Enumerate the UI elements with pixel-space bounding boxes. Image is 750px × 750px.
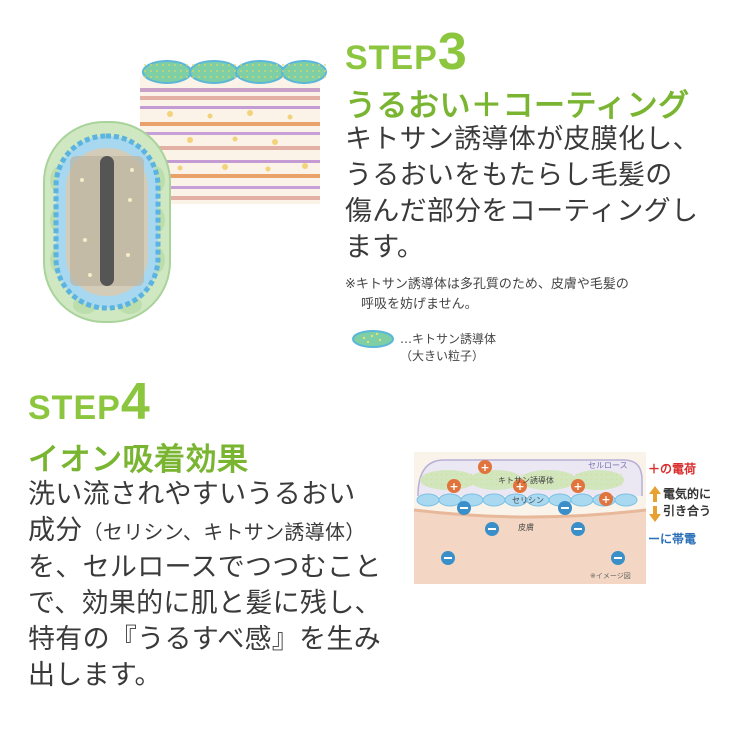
chitosan-legend-icon bbox=[352, 330, 394, 348]
step4-body-line: 洗い流されやすいうるおい bbox=[28, 479, 356, 510]
attract-label: 電気的に 引き合う bbox=[663, 486, 711, 520]
step4-body-line: 出します。 bbox=[28, 660, 162, 691]
hair-shaft-cross-section bbox=[43, 121, 171, 323]
step4-body-line: 特有の『うるすべ感』を生み bbox=[28, 624, 382, 655]
step3-word: STEP bbox=[345, 39, 438, 77]
step3-body-line: ます。 bbox=[345, 232, 425, 263]
svg-text:+: + bbox=[449, 480, 458, 493]
step3-note-line: ※キトサン誘導体は多孔質のため、皮膚や毛髪の bbox=[345, 277, 629, 292]
step3-body-line: うるおいをもたらし毛髪の bbox=[345, 160, 673, 191]
step4-body-line: で、効果的に肌と髪に残し、 bbox=[28, 588, 382, 619]
diagram-note: ※イメージ図 bbox=[590, 572, 631, 580]
svg-text:+: + bbox=[601, 493, 610, 506]
step4-subtitle: イオン吸着効果 bbox=[28, 442, 249, 478]
hair-coating-illustration bbox=[43, 60, 327, 323]
legend-line: （大きい粒子） bbox=[400, 349, 485, 363]
step3-note: ※キトサン誘導体は多孔質のため、皮膚や毛髪の 呼吸を妨げません。 bbox=[345, 275, 629, 315]
plus-charge-icons: + + + + + bbox=[447, 460, 613, 506]
cellulose-label: セルロース bbox=[588, 461, 628, 470]
step3-note-line: 呼吸を妨げません。 bbox=[361, 297, 478, 312]
sericin-label: セリシン bbox=[512, 496, 544, 505]
step4-body-seg-small: （セリシン、キトサン誘導体） bbox=[82, 520, 366, 544]
step4-body-line: を、セルロースでつつむこと bbox=[28, 552, 382, 583]
attract-arrows-icon bbox=[649, 486, 661, 522]
step3-subtitle: うるおい＋コーティング bbox=[345, 88, 690, 124]
step4-heading: STEP4 bbox=[28, 376, 150, 428]
chitosan-label: キトサン誘導体 bbox=[498, 475, 554, 485]
step4-body: 洗い流されやすいうるおい 成分（セリシン、キトサン誘導体） を、セルロースでつつ… bbox=[28, 477, 382, 694]
skin-label: 皮膚 bbox=[518, 522, 534, 532]
step3-body-line: キトサン誘導体が皮膜化し、 bbox=[345, 124, 700, 155]
svg-text:+: + bbox=[573, 480, 582, 493]
step3-heading: STEP3 bbox=[345, 26, 467, 78]
ion-adsorption-diagram: + + + + + セルロース キトサン誘導体 セリシン 皮膚 ※イメージ図 bbox=[414, 452, 646, 584]
step3-body: キトサン誘導体が皮膜化し、 うるおいをもたらし毛髪の 傷んだ部分をコーティングし… bbox=[345, 122, 700, 266]
plus-charge-label: ＋の電荷 bbox=[648, 462, 697, 476]
step3-body-line: 傷んだ部分をコーティングし bbox=[345, 196, 699, 227]
attract-line: 電気的に bbox=[663, 487, 712, 501]
chitosan-legend-label: …キトサン誘導体 （大きい粒子） bbox=[400, 331, 496, 365]
step4-number: 4 bbox=[120, 373, 150, 431]
svg-text:+: + bbox=[515, 480, 524, 493]
minus-charge-icons bbox=[441, 501, 625, 565]
step4-word: STEP bbox=[28, 389, 121, 427]
step3-number: 3 bbox=[437, 23, 467, 81]
legend-line: …キトサン誘導体 bbox=[400, 332, 497, 346]
svg-text:+: + bbox=[480, 461, 489, 474]
step4-body-line: 成分（セリシン、キトサン誘導体） bbox=[28, 513, 382, 550]
attract-line: 引き合う bbox=[663, 504, 712, 518]
minus-charge-label: ーに帯電 bbox=[648, 532, 697, 546]
step4-body-seg: 成分 bbox=[28, 515, 83, 546]
